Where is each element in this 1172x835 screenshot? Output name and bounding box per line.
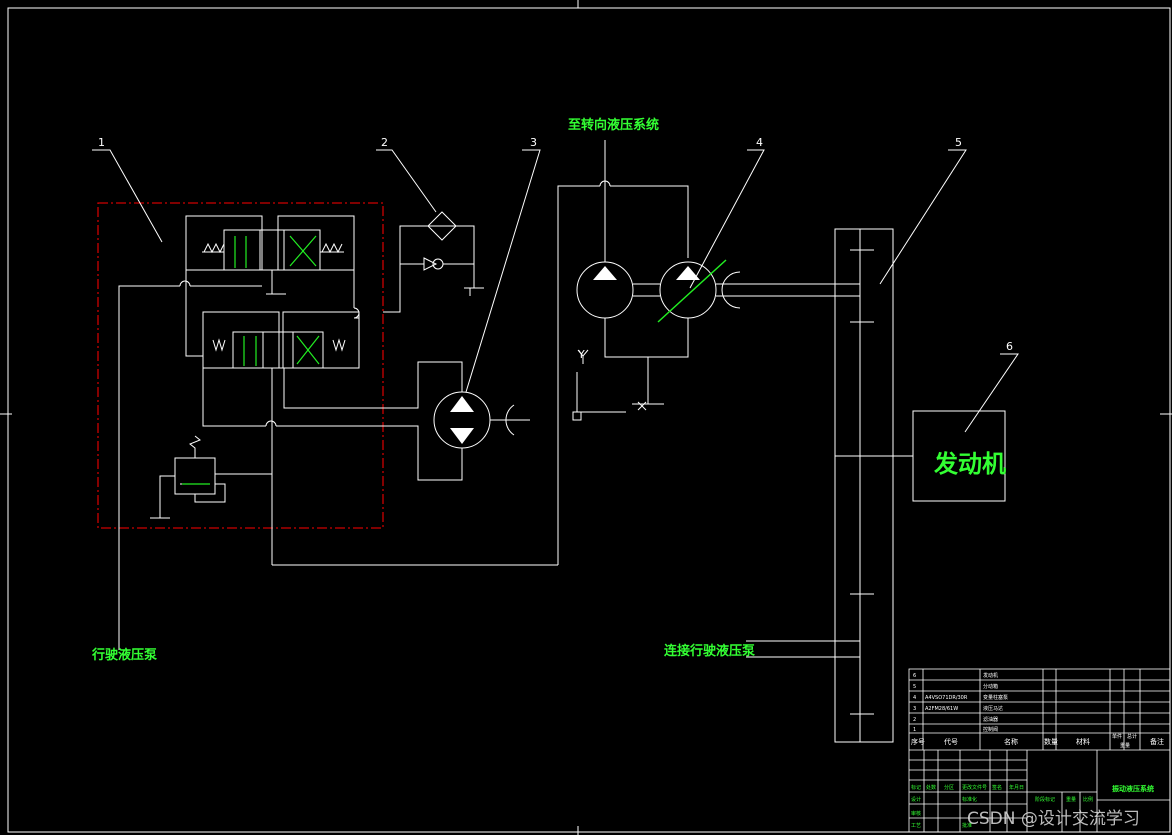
row-label: 设计 [911,796,921,803]
title-block: 6 发动机 5 分动箱 4 A4VSO71DR/30R 变量柱塞泵 3 A2FM… [908,668,1171,833]
row-label: 工艺 [911,823,921,829]
row-label: 比例 [1083,796,1093,803]
part-name: 液压马达 [983,705,1003,712]
part-name: 发动机 [983,672,998,679]
row-label: 处数 [926,784,936,791]
callout-5: 5 [955,136,962,149]
part-no: 3 [913,706,916,712]
row-label: 阶段标记 [1035,796,1055,803]
to-steering-label: 至转向液压系统 [568,117,659,133]
watermark: CSDN @设计交流学习 [967,809,1140,829]
pump-assembly [272,140,860,566]
part-name: 分动箱 [983,683,998,690]
engine-block: 发动机 [912,410,1006,502]
engine-label: 发动机 [933,450,1006,478]
row-label: 更改文件号 [962,784,987,791]
header-code: 代号 [944,737,958,746]
control-valve-block [97,202,384,650]
callout-2: 2 [381,136,388,149]
header-unit-weight: 单件 [1112,733,1122,740]
row-label: 年月日 [1009,784,1024,791]
callout-4: 4 [756,136,763,149]
header-name: 名称 [1004,737,1018,746]
part-name: 变量柱塞泵 [983,694,1008,701]
row-label: 标记 [911,784,921,791]
callout-6: 6 [1006,340,1013,353]
part-no: 2 [913,717,916,723]
part-no: 1 [913,727,916,733]
callout-1: 1 [98,136,105,149]
part-no: 5 [913,684,916,690]
filter-and-check-valve [383,211,484,313]
callout-numbers: 1 2 3 4 5 6 [98,136,1013,353]
part-code: A2FM28/61W [925,706,958,712]
header-total-weight: 总计 [1127,733,1137,740]
drawing-title: 振动液压系统 [1112,784,1154,793]
header-note: 备注 [1150,737,1164,746]
callout-3: 3 [530,136,537,149]
header-material: 材料 [1076,737,1090,746]
header-weight: 重量 [1120,742,1130,749]
hydraulic-motor [383,361,530,481]
callout-leaders [92,149,1019,433]
part-no: 6 [913,673,916,679]
port-y-label: Y [577,348,585,361]
part-no: 4 [913,695,916,701]
connect-travel-pump-label: 连接行驶液压泵 [664,643,755,659]
header-qty: 数量 [1044,737,1058,746]
travel-pump-label: 行驶液压泵 [91,647,157,663]
row-label: 审核 [911,810,921,817]
row-label: 签名 [992,784,1002,791]
part-name: 滤油器 [983,716,998,723]
transfer-gearbox [746,228,913,743]
part-code: A4VSO71DR/30R [925,695,968,701]
header-no: 序号 [911,737,925,746]
part-name: 控制阀 [983,726,998,733]
row-label: 标准化 [962,796,977,803]
row-label: 重量 [1066,796,1076,803]
row-label: 分区 [944,784,954,791]
row-label: 批准 [962,822,972,829]
